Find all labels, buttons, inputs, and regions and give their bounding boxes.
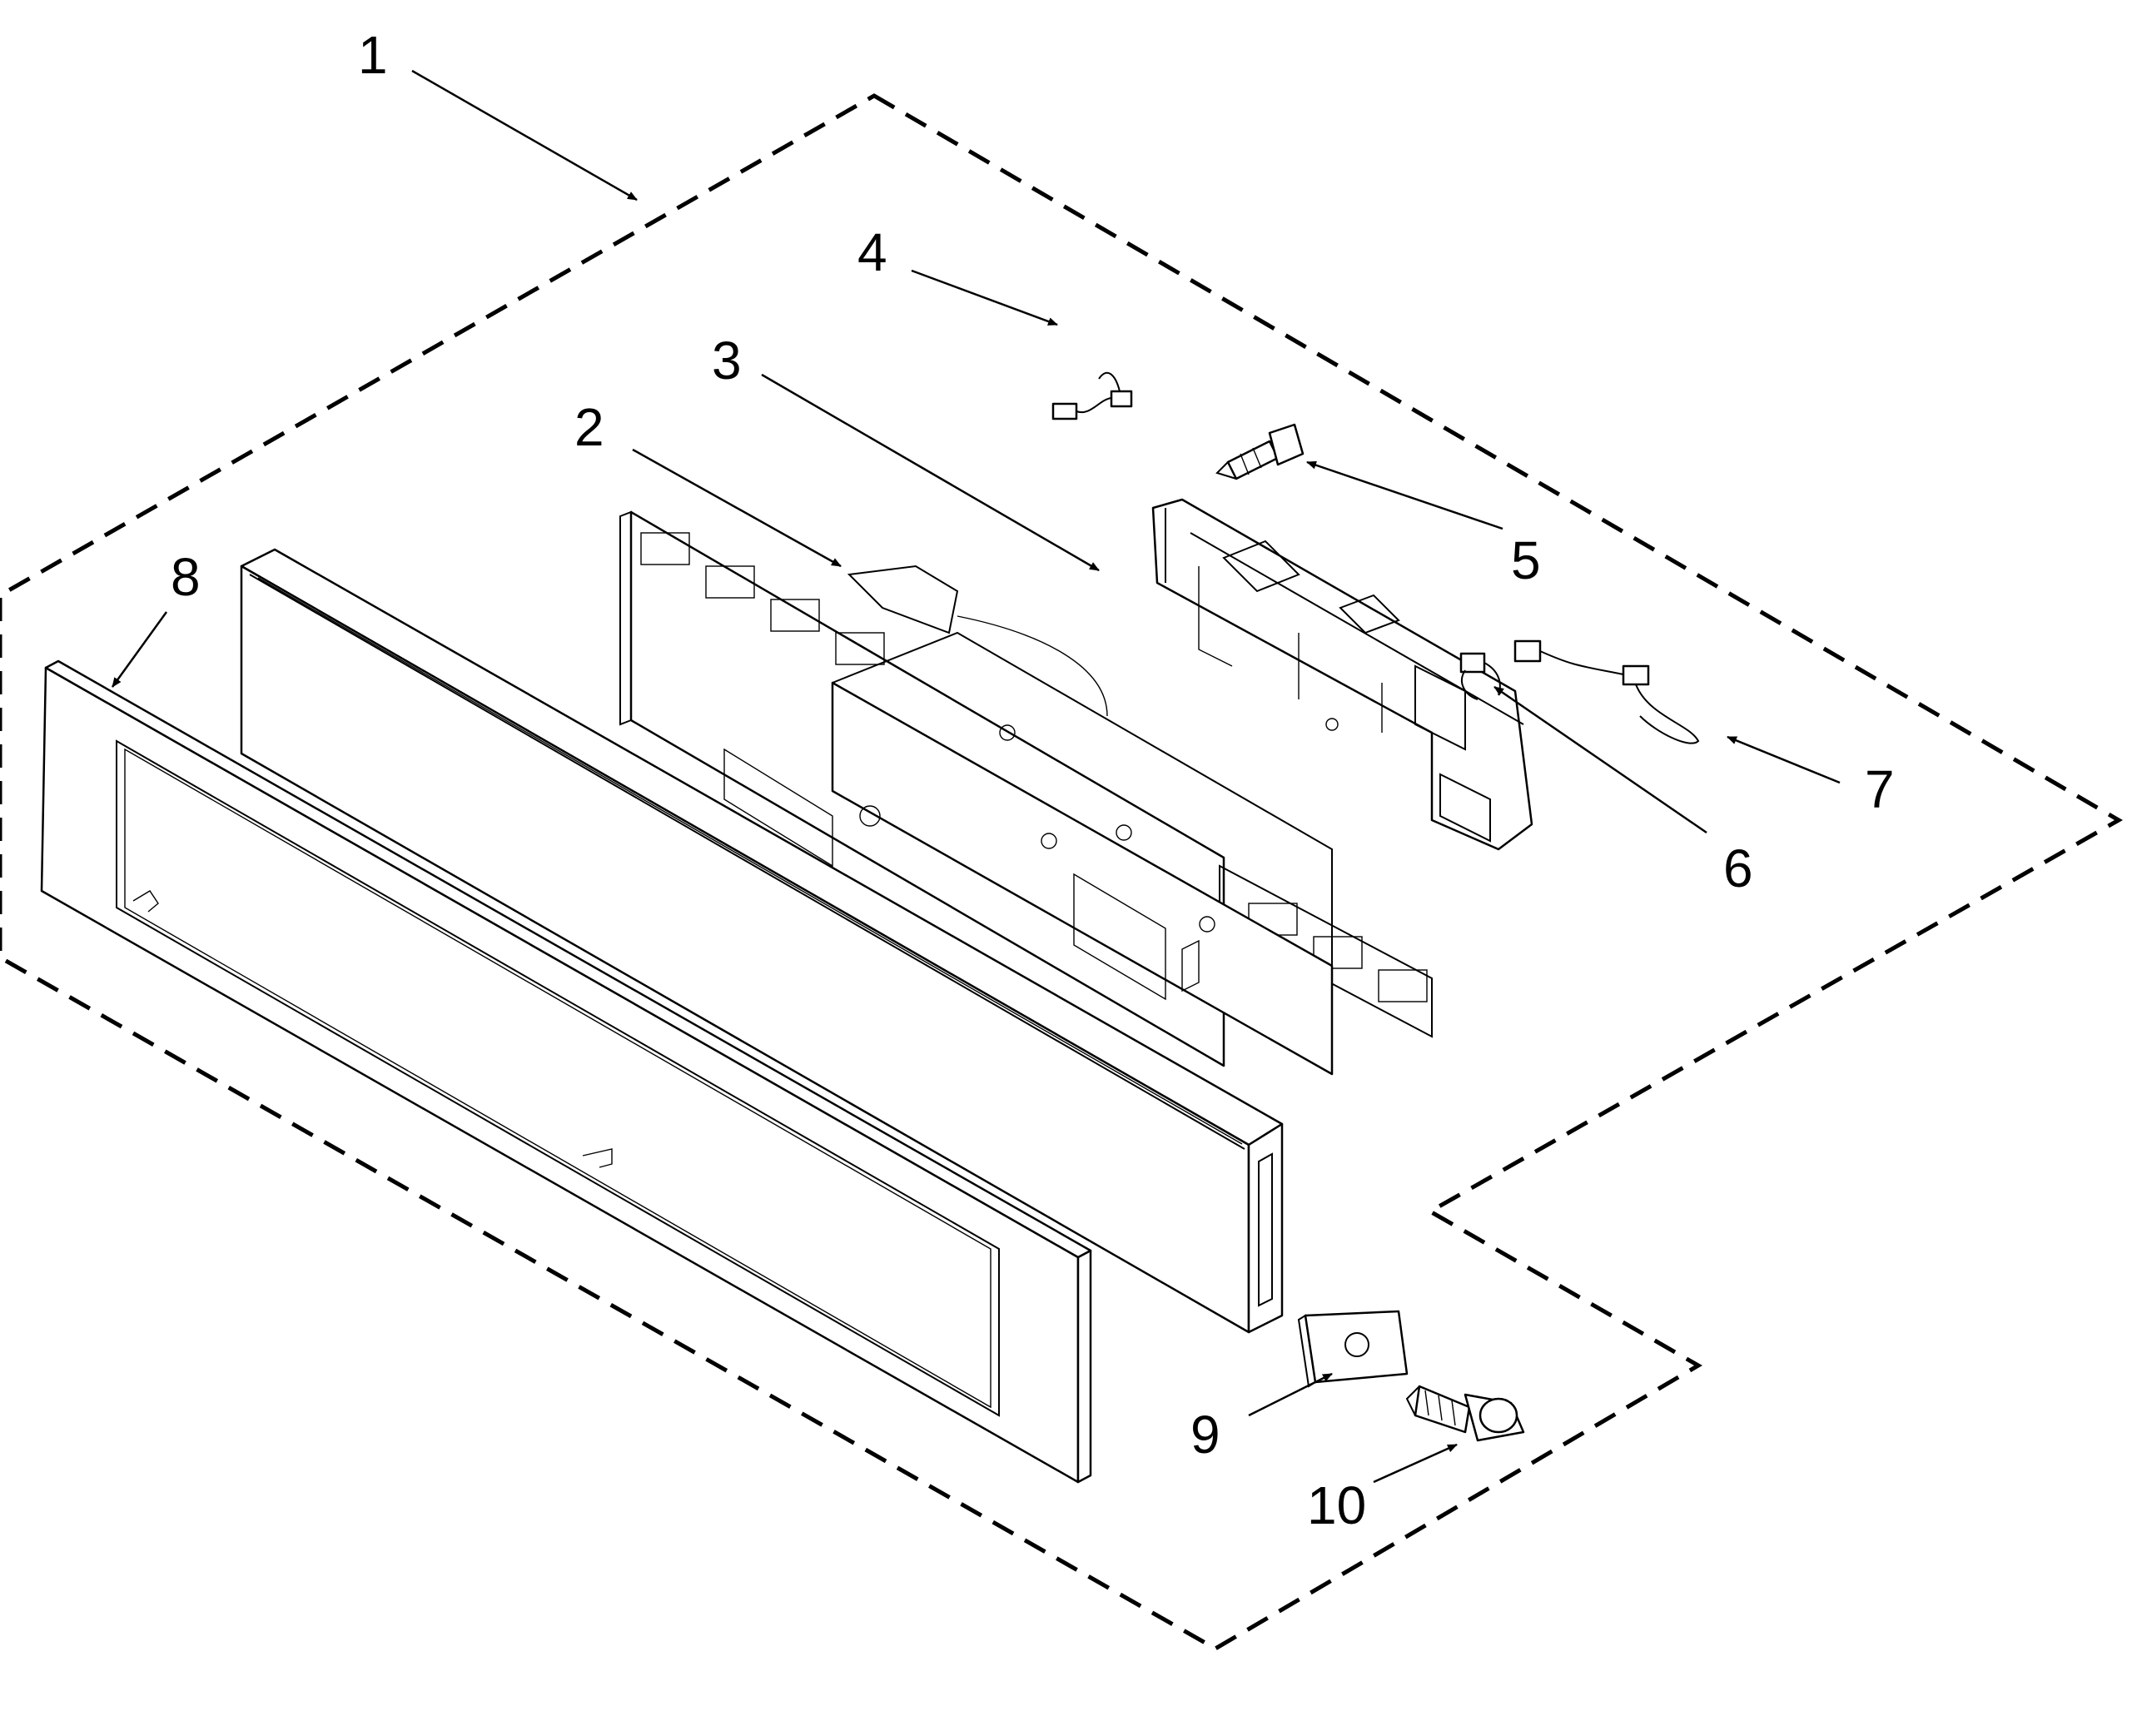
leader-7 <box>1727 735 1841 784</box>
callout-2: 2 <box>574 397 604 457</box>
callout-4: 4 <box>857 222 887 282</box>
callout-1: 1 <box>358 25 388 85</box>
part-10-screw <box>1405 1385 1525 1442</box>
leader-lines <box>111 69 1841 1484</box>
leader-2 <box>632 448 842 568</box>
part-5-screw <box>1215 423 1305 480</box>
leader-5 <box>1306 460 1503 530</box>
leader-4 <box>911 269 1058 326</box>
leader-1 <box>411 69 638 201</box>
callout-5: 5 <box>1511 530 1541 590</box>
callout-10: 10 <box>1307 1475 1366 1535</box>
part-7-sensor-wire <box>1513 639 1700 744</box>
part-3-control-board <box>723 631 1334 1076</box>
callout-9: 9 <box>1190 1405 1220 1465</box>
callout-6: 6 <box>1723 838 1753 898</box>
callout-8: 8 <box>171 547 201 607</box>
callout-3: 3 <box>712 331 742 390</box>
leader-3 <box>761 373 1100 572</box>
leader-10 <box>1373 1443 1458 1484</box>
part-9-clip <box>1297 1310 1409 1388</box>
leader-8 <box>111 611 168 688</box>
leader-9 <box>1248 1372 1333 1417</box>
part-4-wire-harness <box>1051 371 1133 420</box>
callout-7: 7 <box>1865 759 1895 819</box>
leader-6 <box>1493 685 1707 834</box>
assembly-boundary <box>0 93 2124 1651</box>
part-8-front-panel <box>40 659 1092 1484</box>
console-panel <box>240 548 1284 1334</box>
electronics-bracket <box>1151 498 1533 851</box>
